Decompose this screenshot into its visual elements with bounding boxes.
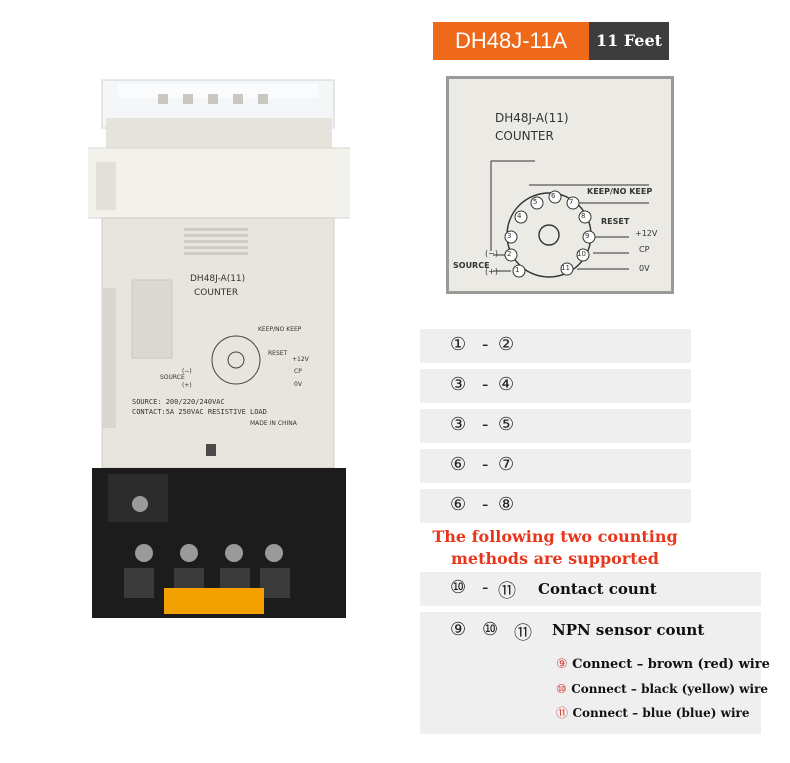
feet-badge: 11 Feet xyxy=(589,22,669,60)
pin-dash: - xyxy=(482,414,489,435)
product-0v-label: 0V xyxy=(294,381,302,388)
product-plus-label: (+) xyxy=(182,382,192,389)
pin-row: ⑥ - ⑧ xyxy=(420,489,691,523)
product-source-label: SOURCE xyxy=(160,374,185,381)
pin-b: ⑪ xyxy=(498,581,516,602)
diagram-pin-3: 3 xyxy=(507,232,512,240)
diagram-keep-label: KEEP/NO KEEP xyxy=(587,187,653,196)
pin-b: ② xyxy=(498,334,515,355)
wire-item: ⑪ Connect – blue (blue) wire xyxy=(556,704,750,722)
product-photo: DH48J-A(11) COUNTER KEEP/NO KEEP RESET +… xyxy=(85,78,353,630)
pin-a: ③ xyxy=(450,414,467,435)
diagram-pin-5: 5 xyxy=(533,198,538,206)
product-12v-label: +12V xyxy=(292,356,309,363)
diagram-pin-10: 10 xyxy=(577,250,586,258)
diagram-pin-7: 7 xyxy=(569,198,574,206)
diagram-0v-label: 0V xyxy=(639,264,650,273)
product-cp-label: CP xyxy=(294,368,302,375)
product-reset-label: RESET xyxy=(268,350,288,357)
diagram-minus-label: (−) xyxy=(485,249,498,258)
pin-row: ⑥ - ⑦ xyxy=(420,449,691,483)
pin-row: ③ - ⑤ xyxy=(420,409,691,443)
pin-a: ③ xyxy=(450,374,467,395)
product-keep-label: KEEP/NO KEEP xyxy=(258,326,302,333)
diagram-pin-6: 6 xyxy=(551,192,556,200)
pin-a: ① xyxy=(450,334,467,355)
npn-sensor-label: NPN sensor count xyxy=(552,621,705,639)
wiring-diagram-lines xyxy=(490,160,649,278)
wiring-diagram: DH48J-A(11) COUNTER KEEP/NO KEEP RESET +… xyxy=(446,76,674,294)
wire-pin: ⑩ xyxy=(556,682,567,696)
diagram-cp-label: CP xyxy=(639,245,650,254)
npn-sensor-block: ⑨ ⑩ ⑪ NPN sensor count xyxy=(420,612,761,734)
product-model-label: DH48J-A(11) xyxy=(190,274,246,284)
pin-a: ⑥ xyxy=(450,494,467,515)
wire-item: ⑩ Connect – black (yellow) wire xyxy=(556,680,768,698)
pin-row: ① - ② xyxy=(420,329,691,363)
wire-text: Connect – black (yellow) wire xyxy=(571,682,769,696)
diagram-source-label: SOURCE xyxy=(453,261,490,270)
note-line-1: The following two counting xyxy=(432,527,678,546)
pin-dash: - xyxy=(482,374,489,395)
diagram-pin-2: 2 xyxy=(507,250,512,258)
wire-pin: ⑪ xyxy=(556,706,569,720)
wire-pin: ⑨ xyxy=(556,657,568,672)
product-minus-label: (−) xyxy=(182,368,192,375)
wire-item: ⑨ Connect – brown (red) wire xyxy=(556,655,770,673)
diagram-pin-4: 4 xyxy=(517,212,522,220)
contact-count-row: ⑩ - ⑪ Contact count xyxy=(420,572,761,606)
diagram-model-label: DH48J-A(11) xyxy=(495,111,569,125)
wire-text: Connect – brown (red) wire xyxy=(572,657,770,672)
pin-9: ⑨ xyxy=(450,619,467,640)
pin-dash: - xyxy=(482,577,489,598)
pin-dash: - xyxy=(482,494,489,515)
product-spec-contact: CONTACT:5A 250VAC RESISTIVE LOAD xyxy=(132,408,267,416)
pin-b: ⑧ xyxy=(498,494,515,515)
diagram-reset-label: RESET xyxy=(601,217,630,226)
counting-methods-note: The following two counting methods are s… xyxy=(422,526,688,570)
pin-b: ⑤ xyxy=(498,414,515,435)
pin-dash: - xyxy=(482,334,489,355)
pin-10: ⑩ xyxy=(482,619,499,640)
diagram-12v-label: +12V xyxy=(635,229,658,238)
model-title: DH48J-11A xyxy=(433,22,589,60)
product-type-label: COUNTER xyxy=(194,288,239,298)
product-made-in: MADE IN CHINA xyxy=(250,420,297,427)
pin-row: ③ - ④ xyxy=(420,369,691,403)
diagram-pin-9: 9 xyxy=(585,232,590,240)
note-line-2: methods are supported xyxy=(451,549,659,568)
pin-a: ⑥ xyxy=(450,454,467,475)
pin-dash: - xyxy=(482,454,489,475)
diagram-pin-11: 11 xyxy=(561,264,570,272)
pin-b: ⑦ xyxy=(498,454,515,475)
diagram-plus-label: (+) xyxy=(485,267,498,276)
pin-a: ⑩ xyxy=(450,577,467,598)
counter-relay-illustration xyxy=(85,79,353,618)
diagram-pin-8: 8 xyxy=(581,212,586,220)
wire-text: Connect – blue (blue) wire xyxy=(572,706,750,720)
contact-count-label: Contact count xyxy=(538,580,657,598)
pin-11: ⑪ xyxy=(514,623,532,644)
pin-b: ④ xyxy=(498,374,515,395)
diagram-type-label: COUNTER xyxy=(495,129,554,143)
product-spec-source: SOURCE: 200/220/240VAC xyxy=(132,398,225,406)
diagram-pin-1: 1 xyxy=(515,266,520,274)
